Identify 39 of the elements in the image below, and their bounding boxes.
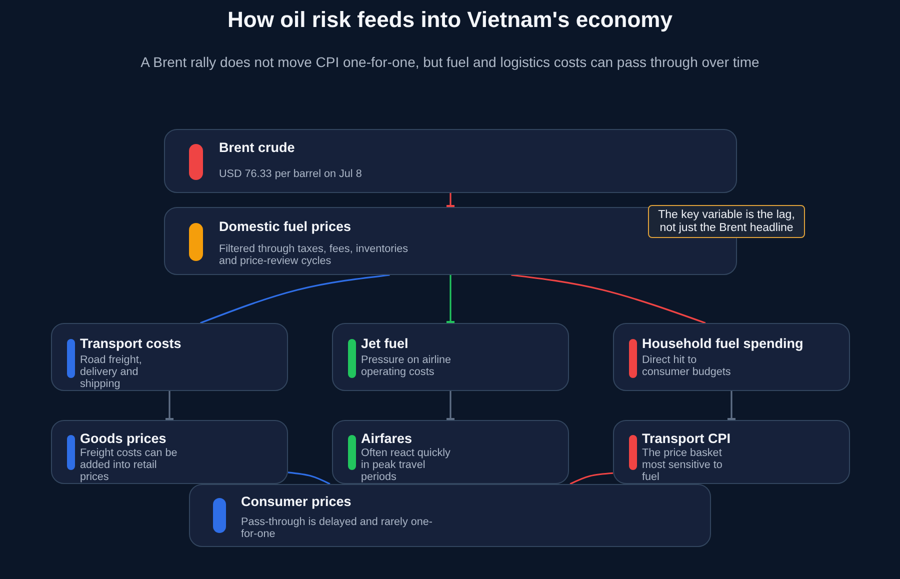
callout-text: The key variable is the lag, not just the Brent headline	[657, 208, 796, 234]
process-box	[189, 484, 711, 547]
node-description: Direct hit to consumer budgets	[642, 355, 732, 379]
process-box	[332, 420, 569, 484]
node-title: Jet fuel	[361, 336, 408, 352]
callout-box	[648, 205, 805, 238]
node-description: USD 76.33 per barrel on Jul 8	[219, 169, 363, 181]
process-box	[51, 323, 288, 391]
connector-line	[446, 275, 454, 323]
connector-line	[288, 472, 330, 485]
node-description: The price basket most sensitive to fuel	[642, 448, 724, 484]
node-title: Airfares	[361, 431, 412, 447]
connector-line	[570, 472, 614, 485]
connector-line	[166, 391, 174, 420]
connector-line	[446, 391, 454, 420]
node-description: Often react quickly in peak travel periods	[361, 448, 452, 484]
node-description: Road freight, delivery and shipping	[80, 355, 143, 390]
diagram-subtitle: A Brent rally does not move CPI one-for-one, but fuel and logistics costs can pass through over time	[140, 53, 760, 71]
diagram-title: How oil risk feeds into Vietnam's economy	[228, 6, 672, 34]
node-title: Household fuel spending	[642, 336, 804, 352]
node-title: Transport costs	[80, 336, 182, 352]
node-title: Goods prices	[80, 431, 166, 447]
connector-line	[511, 274, 706, 324]
connector-line	[200, 274, 390, 324]
connector-line	[446, 193, 454, 207]
node-title: Consumer prices	[241, 494, 352, 510]
node-description: Freight costs can be added into retail prices	[80, 448, 178, 484]
node-title: Transport CPI	[642, 431, 731, 447]
node-description: Pass-through is delayed and rarely one-for-one	[241, 517, 434, 541]
process-box	[613, 323, 850, 391]
node-title: Domestic fuel prices	[219, 219, 352, 235]
process-box	[164, 129, 737, 193]
node-title: Brent crude	[219, 140, 295, 156]
process-box	[51, 420, 288, 484]
node-description: Filtered through taxes, fees, inventories and price-review cycles	[219, 244, 410, 268]
process-box	[332, 323, 569, 391]
node-description: Pressure on airline operating costs	[361, 355, 452, 379]
process-box	[613, 420, 850, 484]
connector-line	[728, 391, 736, 420]
